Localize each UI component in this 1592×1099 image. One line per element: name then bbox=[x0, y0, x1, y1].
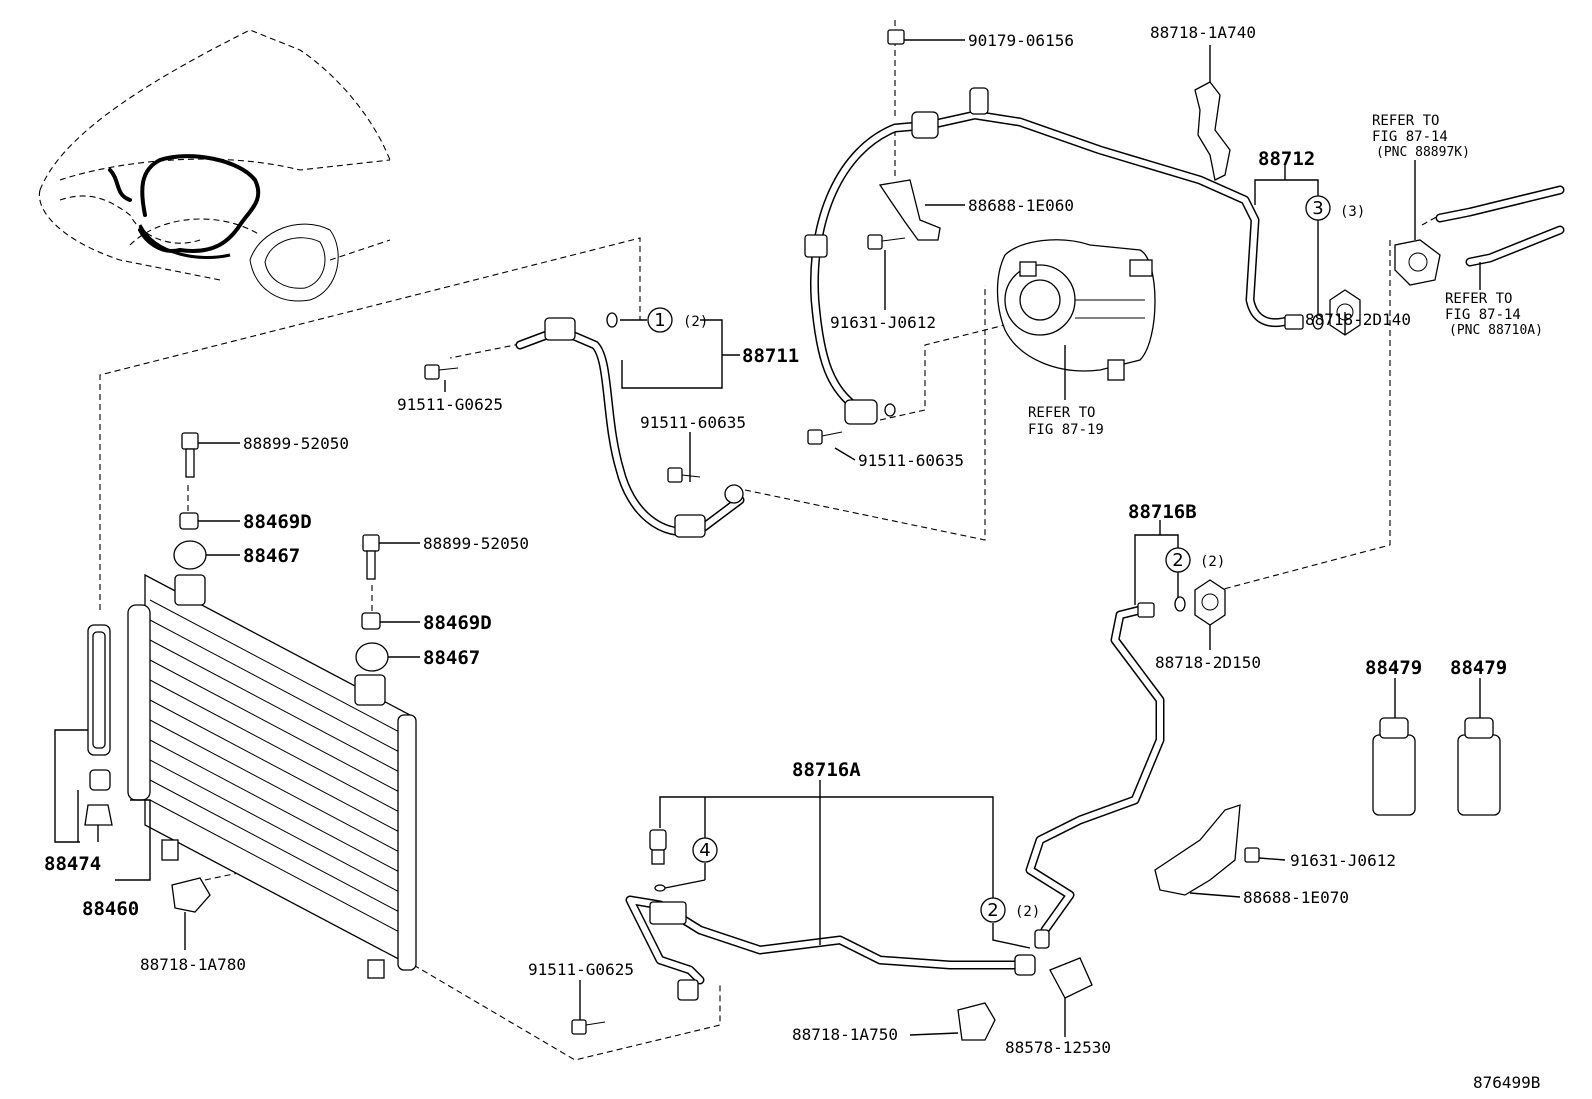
bolt-91511-60635-a bbox=[667, 467, 701, 483]
label-88711: 88711 bbox=[742, 345, 799, 367]
label-88469D-b: 88469D bbox=[423, 612, 492, 634]
condenser-fins bbox=[149, 599, 406, 936]
liquid-tube-88716B bbox=[1025, 596, 1186, 935]
insulator-88467-b bbox=[355, 642, 389, 672]
collar-88469D-a bbox=[179, 512, 199, 530]
label-88718-1A750: 88718-1A750 bbox=[792, 1025, 898, 1044]
leader-lines bbox=[54, 39, 1481, 1037]
label-ref-fig-87-14-b-line3: (PNC 88710A) bbox=[1449, 323, 1543, 338]
cap-88474-a bbox=[89, 769, 111, 791]
label-91631-J0612-bottom: 91631-J0612 bbox=[1290, 851, 1396, 870]
bolt-91631-J0612-bottom bbox=[1244, 847, 1260, 863]
label-88718-2D140: 88718-2D140 bbox=[1305, 310, 1411, 329]
bolt-91631-J0612-top bbox=[867, 234, 906, 250]
bracket-88718-1A740 bbox=[1194, 81, 1231, 181]
label-88718-1A740: 88718-1A740 bbox=[1150, 23, 1256, 42]
svg-text:4: 4 bbox=[699, 840, 710, 861]
insulator-88467-a bbox=[173, 540, 207, 570]
label-ref-fig-87-14-b-line2: FIG 87-14 bbox=[1445, 307, 1521, 323]
liquid-tube-88716A bbox=[625, 895, 1050, 1001]
pad-88578-12530 bbox=[1049, 957, 1093, 999]
collar-88469D-b bbox=[361, 612, 381, 630]
suction-hose-88712 bbox=[804, 87, 1324, 425]
label-91631-J0612-top: 91631-J0612 bbox=[830, 313, 936, 332]
label-88716B: 88716B bbox=[1128, 501, 1197, 523]
condenser-88460 bbox=[127, 573, 417, 979]
label-88899-52050-a: 88899-52050 bbox=[243, 434, 349, 453]
label-88469D-a: 88469D bbox=[243, 511, 312, 533]
bolt-91511-G0625-top bbox=[424, 364, 459, 380]
label-ref-fig-87-14-b-line1: REFER TO bbox=[1445, 291, 1512, 307]
discharge-hose-88711 bbox=[515, 312, 745, 538]
diagram-id: 876499B bbox=[1473, 1073, 1540, 1092]
bolt-90179-06156 bbox=[887, 29, 905, 45]
callout-3: 3 bbox=[1305, 195, 1331, 221]
label-ref-fig-87-14-a-line1: REFER TO bbox=[1372, 113, 1439, 129]
label-88718-1A780: 88718-1A780 bbox=[140, 955, 246, 974]
callout-1: 1 bbox=[647, 307, 673, 333]
hose-ref-88710A bbox=[1435, 185, 1565, 267]
bolt-88899-52050-b bbox=[362, 534, 380, 580]
label-90179-06156: 90179-06156 bbox=[968, 31, 1074, 50]
bracket-88718-1A780 bbox=[171, 877, 211, 913]
plug-88474-b bbox=[84, 804, 113, 826]
label-callout3-qty: (3) bbox=[1340, 204, 1365, 220]
label-88578-12530: 88578-12530 bbox=[1005, 1038, 1111, 1057]
label-88712: 88712 bbox=[1258, 148, 1315, 170]
callout-2-top: 2 bbox=[1165, 547, 1191, 573]
callout-4: 4 bbox=[692, 837, 718, 863]
compressor bbox=[996, 239, 1156, 381]
label-88479-a: 88479 bbox=[1365, 657, 1422, 679]
svg-text:3: 3 bbox=[1312, 198, 1323, 219]
label-88716A: 88716A bbox=[792, 759, 861, 781]
bolt-91511-G0625-bottom bbox=[571, 1019, 606, 1035]
dryer-88479-a bbox=[1372, 717, 1416, 816]
bracket-88688-1E060 bbox=[878, 179, 941, 241]
fitting-ref-88897K bbox=[1394, 239, 1441, 286]
seal-88474-strip bbox=[87, 624, 111, 756]
label-88479-b: 88479 bbox=[1450, 657, 1507, 679]
label-ref-fig-87-14-a-line2: FIG 87-14 bbox=[1372, 129, 1448, 145]
bolt-91511-60635-b bbox=[807, 429, 843, 445]
svg-text:2: 2 bbox=[987, 900, 998, 921]
label-88899-52050-b: 88899-52050 bbox=[423, 534, 529, 553]
label-ref-fig-87-19-line1: REFER TO bbox=[1028, 405, 1095, 421]
bolt-88899-52050-a bbox=[181, 432, 199, 478]
label-88467-a: 88467 bbox=[243, 545, 300, 567]
label-91511-G0625-bottom: 91511-G0625 bbox=[528, 960, 634, 979]
svg-text:2: 2 bbox=[1172, 550, 1183, 571]
label-88474: 88474 bbox=[44, 853, 101, 875]
callout-2-bottom: 2 bbox=[980, 897, 1006, 923]
pressure-switch bbox=[649, 829, 667, 892]
label-88688-1E070: 88688-1E070 bbox=[1243, 888, 1349, 907]
label-callout2-top-qty: (2) bbox=[1200, 554, 1225, 570]
label-ref-fig-87-19-line2: FIG 87-19 bbox=[1028, 422, 1104, 438]
bracket-88688-1E070 bbox=[1154, 804, 1241, 896]
vehicle-overview-illustration bbox=[38, 29, 391, 302]
assembly-guide-lines bbox=[99, 20, 1441, 1061]
label-91511-G0625-top: 91511-G0625 bbox=[397, 395, 503, 414]
label-88460: 88460 bbox=[82, 898, 139, 920]
label-91511-60635-a: 91511-60635 bbox=[640, 413, 746, 432]
label-callout2-bottom-qty: (2) bbox=[1015, 904, 1040, 920]
label-88467-b: 88467 bbox=[423, 647, 480, 669]
label-88718-2D150: 88718-2D150 bbox=[1155, 653, 1261, 672]
label-callout1-qty: (2) bbox=[683, 314, 708, 330]
svg-text:1: 1 bbox=[654, 310, 665, 331]
dryer-88479-b bbox=[1457, 717, 1501, 816]
clamp-88718-1A750 bbox=[957, 1002, 996, 1041]
part-labels: 90179-06156 88718-1A740 88712 (3) REFER … bbox=[44, 23, 1543, 1092]
label-91511-60635-b: 91511-60635 bbox=[858, 451, 964, 470]
label-ref-fig-87-14-a-line3: (PNC 88897K) bbox=[1376, 145, 1470, 160]
cap-88718-2D150 bbox=[1194, 579, 1226, 626]
label-88688-1E060: 88688-1E060 bbox=[968, 196, 1074, 215]
